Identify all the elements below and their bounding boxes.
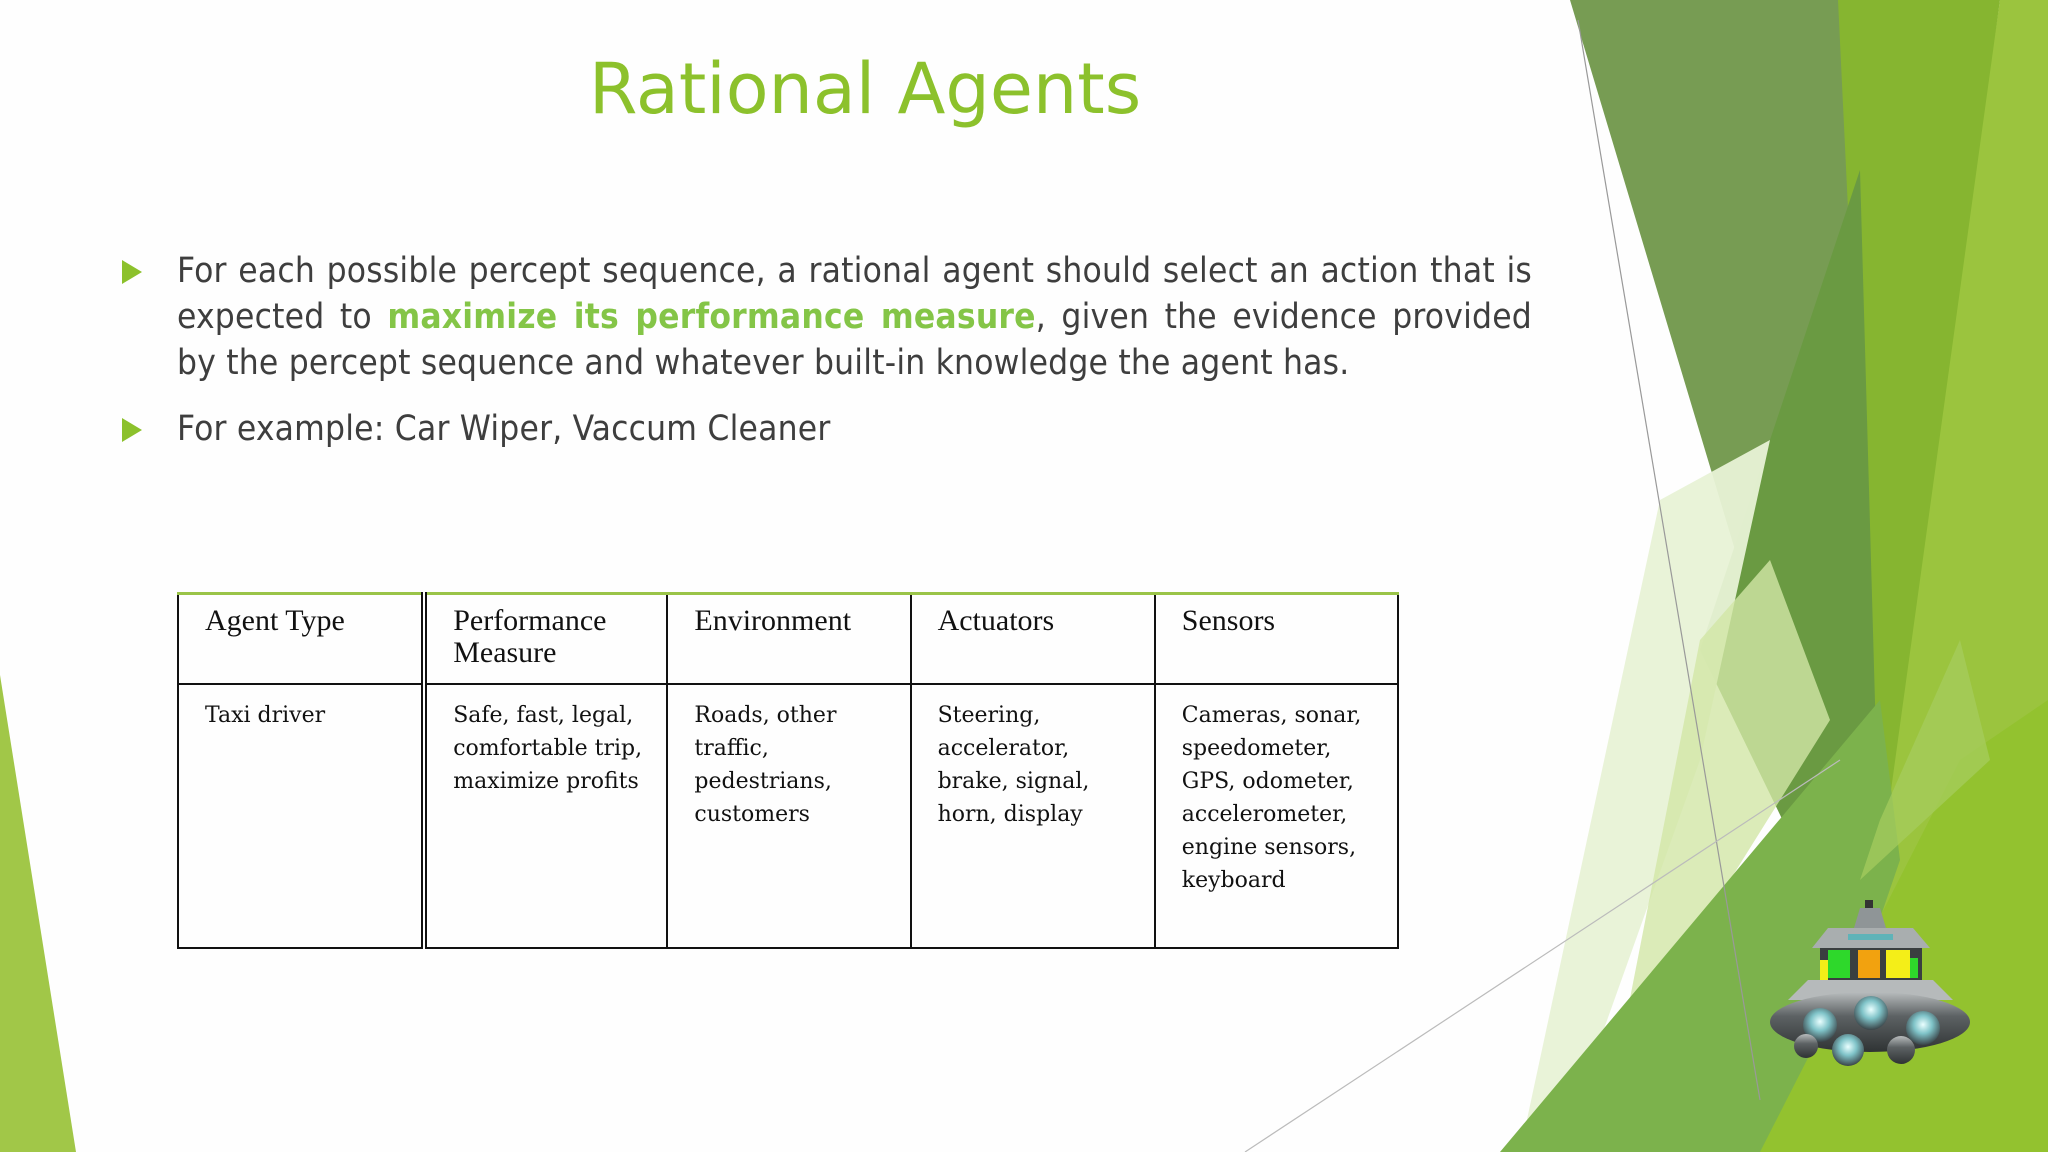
bullet-text-after: , given the evidence provided by the per… <box>177 297 1532 383</box>
peas-table: Agent Type Performance Measure Environme… <box>176 592 1400 949</box>
cell-line: Safe, fast, legal, <box>453 703 634 728</box>
left-green-facet <box>0 675 76 1152</box>
cell-line: Steering, <box>937 703 1041 728</box>
bullet-text: For example: Car Wiper, Vaccum Cleaner <box>177 409 831 449</box>
header-actuators: Actuators <box>909 592 1156 685</box>
bullet-list: For each possible percept sequence, a ra… <box>120 248 1532 472</box>
cell-line: maximize profits <box>453 769 639 794</box>
bullet-item-definition: For each possible percept sequence, a ra… <box>120 248 1532 386</box>
facet-olive <box>1570 0 1880 1000</box>
cell-line: horn, display <box>937 802 1083 827</box>
cell-actuators: Steering, accelerator, brake, signal, ho… <box>909 683 1156 949</box>
cell-line: GPS, odometer, <box>1181 769 1354 794</box>
header-environment: Environment <box>666 592 912 685</box>
cell-agent-type: Taxi driver <box>176 683 428 949</box>
triangle-right-icon <box>122 418 142 442</box>
header-performance-measure: Performance Measure <box>423 592 669 685</box>
guide-line-vertical <box>1577 19 1761 1101</box>
cell-line: keyboard <box>1181 868 1286 893</box>
cell-line: accelerator, <box>937 736 1070 761</box>
triangle-right-icon <box>122 260 142 284</box>
cell-line: Roads, other <box>694 703 837 728</box>
bullet-item-example: For example: Car Wiper, Vaccum Cleaner <box>120 406 1532 452</box>
cell-text: Taxi driver <box>205 703 326 728</box>
bullet-highlight: maximize its performance measure <box>387 297 1036 337</box>
slide-title: Rational Agents <box>588 48 1142 130</box>
ufo-spaceship-icon <box>1770 900 1970 1066</box>
cell-line: speedometer, <box>1181 736 1332 761</box>
header-agent-type: Agent Type <box>176 592 428 685</box>
facet-soft-right <box>1860 640 1990 880</box>
cell-performance-measure: Safe, fast, legal, comfortable trip, max… <box>423 683 669 949</box>
cell-line: customers <box>694 802 810 827</box>
header-sensors: Sensors <box>1153 592 1400 685</box>
cell-line: pedestrians, <box>694 769 832 794</box>
cell-line: engine sensors, <box>1181 835 1357 860</box>
cell-environment: Roads, other traffic, pedestrians, custo… <box>666 683 912 949</box>
cell-line: brake, signal, <box>937 769 1090 794</box>
cell-line: traffic, <box>694 736 769 761</box>
bullet-text-before: For each possible percept sequence, a ra… <box>177 251 1532 337</box>
cell-line: comfortable trip, <box>453 736 643 761</box>
cell-line: accelerometer, <box>1181 802 1348 827</box>
facet-olive-dark <box>1700 170 1880 1000</box>
table-row: Taxi driver Safe, fast, legal, comfortab… <box>176 683 1400 949</box>
table-header-row: Agent Type Performance Measure Environme… <box>176 592 1400 685</box>
facet-pale <box>1520 440 1770 1152</box>
cell-sensors: Cameras, sonar, speedometer, GPS, odomet… <box>1153 683 1400 949</box>
cell-line: Cameras, sonar, <box>1181 703 1362 728</box>
